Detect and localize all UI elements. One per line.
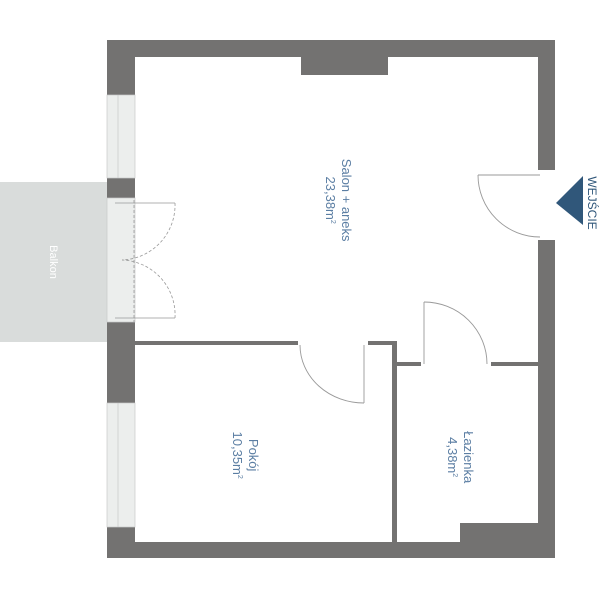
balcony[interactable] xyxy=(0,182,107,342)
room-name: Łazienka xyxy=(461,431,477,484)
room-name: Pokój xyxy=(246,438,262,472)
room-name: Salon + aneks xyxy=(339,158,355,242)
balcony-label: Balkon xyxy=(47,245,59,279)
room-area: 10,35m2 xyxy=(229,431,245,479)
entrance-label: WEJŚCIE xyxy=(585,176,599,230)
exterior-walls xyxy=(107,40,555,558)
room-label-salon: Salon + aneks 23,38m2 xyxy=(322,130,355,270)
interior-walls xyxy=(135,341,538,542)
room-label-pokoj: Pokój 10,35m2 xyxy=(229,410,262,500)
doors[interactable] xyxy=(299,174,541,404)
room-label-lazienka: Łazienka 4,38m2 xyxy=(444,412,477,502)
balcony-door[interactable] xyxy=(115,200,176,322)
entrance-arrow-icon xyxy=(556,176,583,225)
room-area: 23,38m2 xyxy=(322,176,338,224)
room-area: 4,38m2 xyxy=(444,437,460,478)
windows xyxy=(106,94,136,528)
